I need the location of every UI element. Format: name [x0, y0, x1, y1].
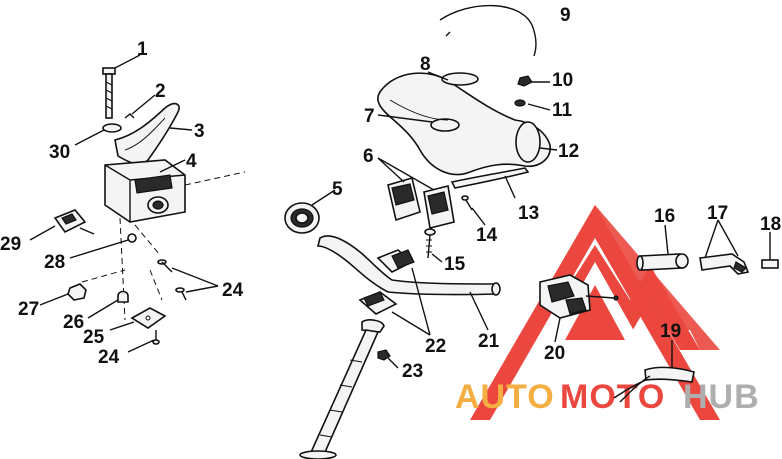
- part-ring: [127, 233, 137, 243]
- callout-9: 9: [560, 5, 571, 26]
- callout-21: 21: [478, 331, 500, 352]
- callout-18: 18: [760, 214, 781, 235]
- part-clamps: [358, 249, 415, 315]
- callout-20: 20: [544, 343, 565, 364]
- watermark-text-auto: AUTO: [455, 378, 555, 416]
- callout-15: 15: [444, 254, 466, 275]
- part-nut-stem: [377, 349, 391, 361]
- leader-lines: [29, 54, 771, 369]
- part-wire-harness: [613, 366, 695, 403]
- part-screw-lower: [152, 330, 160, 345]
- part-screw-bar: [424, 228, 436, 259]
- callout-5: 5: [332, 179, 343, 200]
- callout-28: 28: [44, 252, 65, 273]
- part-plate: [130, 307, 167, 329]
- part-throttle-ring: [284, 202, 320, 234]
- callout-11: 11: [552, 100, 573, 121]
- callout-24a: 24: [222, 280, 244, 301]
- callout-19: 19: [660, 321, 681, 342]
- callout-22: 22: [425, 336, 446, 357]
- part-washer-small: [514, 99, 526, 107]
- watermark-text-moto: MOTO: [560, 378, 665, 416]
- watermark-logo: AUTO MOTO HUB: [455, 205, 760, 420]
- callout-12: 12: [558, 141, 579, 162]
- part-grip-blocks: [387, 176, 455, 229]
- callout-13: 13: [518, 203, 539, 224]
- part-washer: [102, 123, 122, 133]
- part-grip: [636, 253, 689, 271]
- part-cable-arc: [439, 4, 537, 57]
- part-handlebar: [316, 235, 501, 296]
- part-switch-housing: [104, 159, 246, 223]
- callout-29: 29: [0, 234, 21, 255]
- callout-30: 30: [49, 142, 70, 163]
- callout-16: 16: [654, 206, 675, 227]
- part-cable-end: [761, 240, 779, 269]
- part-bracket: [114, 102, 180, 165]
- callout-25: 25: [83, 327, 105, 348]
- callout-27: 27: [18, 299, 39, 320]
- part-handlebar-cover: [377, 72, 551, 176]
- callout-3: 3: [194, 121, 205, 142]
- callout-14: 14: [476, 225, 498, 246]
- callout-labels: 1 2 3 4 5 6 7 8 9 10 11 12 13 14 15 16 1…: [0, 5, 781, 382]
- callout-24b: 24: [98, 347, 120, 368]
- part-screw-middle: [175, 287, 187, 301]
- callout-4: 4: [186, 151, 197, 172]
- part-bolt: [102, 67, 116, 119]
- part-nut: [67, 283, 87, 301]
- part-switch-assembly: [539, 274, 619, 319]
- callout-8: 8: [420, 54, 431, 75]
- callout-6: 6: [363, 146, 374, 167]
- part-steering-post: [299, 319, 385, 459]
- callout-2: 2: [155, 81, 166, 102]
- callout-1: 1: [137, 39, 148, 60]
- watermark-text-hub: HUB: [683, 378, 760, 416]
- part-clamp: [117, 290, 129, 303]
- part-cover-strip: [450, 167, 530, 189]
- part-nut-small: [517, 75, 533, 87]
- callout-23: 23: [402, 361, 423, 382]
- part-screw-upper: [157, 259, 173, 273]
- part-clip: [124, 113, 135, 119]
- part-throttle-lever: [699, 253, 750, 275]
- callout-10: 10: [552, 70, 573, 91]
- watermark-triangle-outer: [470, 205, 720, 420]
- part-connector: [53, 209, 95, 235]
- callout-17: 17: [707, 203, 728, 224]
- callout-7: 7: [364, 106, 375, 127]
- callout-26: 26: [63, 312, 84, 333]
- part-screw-cover: [461, 195, 473, 211]
- watermark-triangle-core: [565, 285, 625, 340]
